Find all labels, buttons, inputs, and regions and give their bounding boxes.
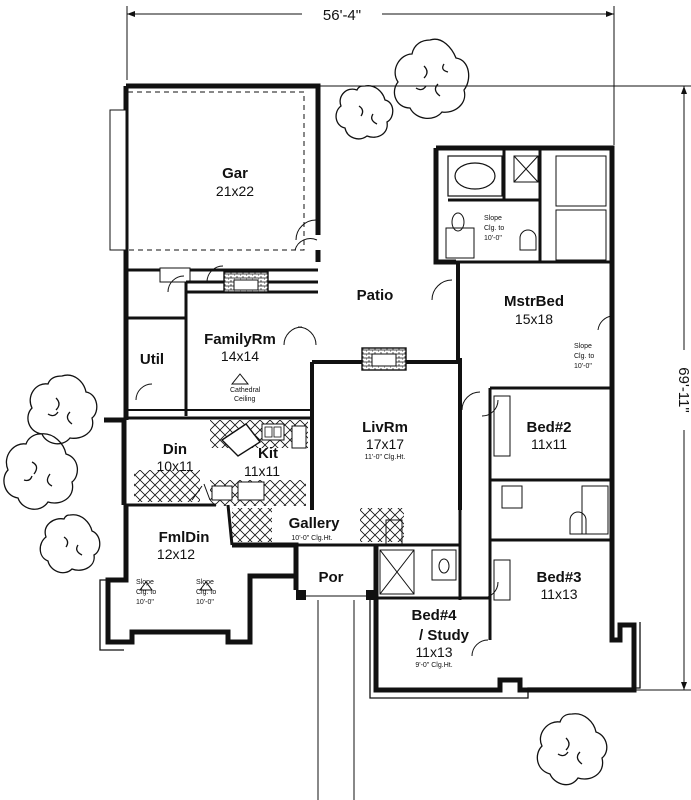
garage — [109, 91, 318, 283]
fmldin-slope-left-3: 10'-0" — [136, 599, 154, 606]
kitchen-fixtures — [211, 423, 307, 501]
room-name-bed3: Bed#3 — [536, 569, 581, 586]
family-ceiling-note-2: Ceiling — [234, 396, 256, 403]
room-name-patio: Patio — [357, 287, 394, 304]
room-size-bed2: 11x11 — [531, 436, 567, 452]
room-name-gallery: Gallery — [289, 515, 341, 532]
room-name-livrm: LivRm — [362, 419, 408, 436]
room-name-bed2: Bed#2 — [526, 419, 571, 436]
room-name-fmldin: FmlDin — [159, 529, 210, 546]
tree-icons — [3, 38, 608, 786]
room-size-bed4-study: 11x13 — [415, 644, 452, 660]
room-labels: Gar 21x22 Patio MstrBed 15x18 FamilyRm 1… — [140, 165, 582, 660]
bed4-ceiling-note: 9'-0" Clg.Ht. — [415, 662, 452, 669]
room-name-din: Din — [163, 441, 187, 458]
ceiling-notes: Slope Clg. to 10'-0" Slope Clg. to 10'-0… — [136, 215, 594, 669]
mbed-slope-note-3: 10'-0" — [574, 363, 592, 370]
room-name-mstrbed: MstrBed — [504, 293, 564, 310]
fmldin-slope-right-2: Clg. to — [196, 589, 216, 596]
fmldin-slope-left-2: Clg. to — [136, 589, 156, 596]
gallery-ceiling-note: 10'-0" Clg.Ht. — [291, 535, 332, 542]
master-bath-fixtures — [445, 150, 607, 262]
overall-width-label: 56'-4" — [323, 7, 361, 24]
room-size-kit: 11x11 — [244, 463, 280, 479]
fmldin-slope-right-3: 10'-0" — [196, 599, 214, 606]
hall-bath-fixtures — [379, 395, 609, 601]
porch — [296, 590, 376, 800]
mbath-slope-note-2: Clg. to — [484, 225, 504, 232]
room-name-por: Por — [318, 569, 343, 586]
room-size-mstrbed: 15x18 — [515, 311, 553, 327]
room-name-study: / Study — [419, 627, 470, 644]
room-size-din: 10x11 — [156, 458, 193, 474]
fmldin-slope-right-1: Slope — [196, 579, 214, 586]
fmldin-slope-left-1: Slope — [136, 579, 154, 586]
room-size-bed3: 11x13 — [540, 586, 577, 602]
room-name-familyrm: FamilyRm — [204, 331, 276, 348]
room-size-livrm: 17x17 — [366, 436, 404, 452]
room-size-familyrm: 14x14 — [221, 348, 259, 364]
family-ceiling-note-1: Cathedral — [230, 387, 261, 394]
fmldin-bay-brick — [99, 579, 124, 651]
livrm-ceiling-note: 11'-0" Clg.Ht. — [365, 454, 406, 461]
room-size-fmldin: 12x12 — [157, 546, 195, 562]
mbath-slope-note-3: 10'-0" — [484, 235, 502, 242]
mbed-slope-note-1: Slope — [574, 343, 592, 350]
mbath-slope-note-1: Slope — [484, 215, 502, 222]
bed4-brick-outline — [369, 598, 641, 699]
room-size-gar: 21x22 — [216, 183, 254, 199]
overall-depth-label: 69'-11" — [675, 367, 691, 412]
room-name-kit: Kit — [258, 445, 278, 462]
door-swings — [135, 219, 613, 657]
width-dimension: 56'-4" — [126, 4, 615, 145]
mbed-slope-note-2: Clg. to — [574, 353, 594, 360]
room-name-util: Util — [140, 351, 164, 368]
fireplace-icons — [223, 271, 407, 371]
room-name-bed4: Bed#4 — [411, 607, 457, 624]
room-name-gar: Gar — [222, 165, 248, 182]
depth-dimension: 69'-11" — [318, 85, 691, 691]
interior-walls — [124, 270, 612, 640]
